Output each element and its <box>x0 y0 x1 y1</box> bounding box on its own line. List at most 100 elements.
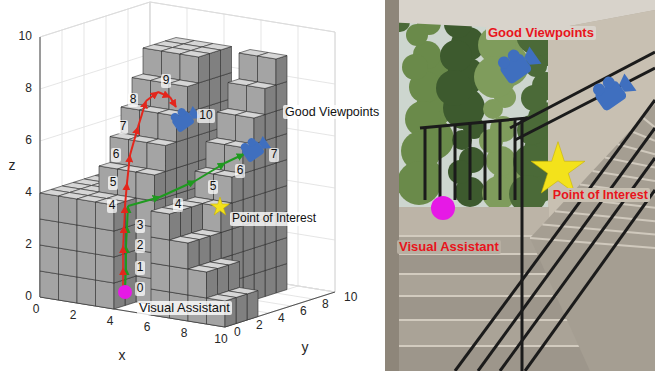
voxel-stairs-part <box>188 240 199 270</box>
step-number: 1 <box>135 261 146 275</box>
voxel-stairs-part <box>276 238 287 268</box>
camera-icon <box>494 40 541 85</box>
camera-icon-part <box>616 73 637 96</box>
axes-walls-part <box>225 292 335 327</box>
voxel-stairs-part <box>59 222 78 251</box>
stairwell-photo-part-part <box>483 99 503 119</box>
stairwell-photo-part <box>439 126 442 200</box>
voxel-stairs-part <box>258 56 277 85</box>
voxel-stairs-part <box>170 211 181 241</box>
voxel-stairs-part <box>180 51 210 58</box>
voxel-stairs-part <box>99 166 118 195</box>
voxel-stairs-part <box>265 111 276 141</box>
axis-tick: 10 <box>344 291 357 305</box>
stairwell-photo-part <box>454 124 457 200</box>
voxel-stairs-part <box>221 229 232 259</box>
voxel-stairs-part <box>143 48 162 77</box>
voxel-stairs-part <box>96 228 115 257</box>
axis-tick: 4 <box>25 186 32 200</box>
voxel-stairs-part <box>247 82 277 89</box>
axis-tick: 0 <box>234 326 241 340</box>
axes-walls <box>40 2 335 327</box>
planned-paths-part <box>146 92 158 101</box>
voxel-stairs-part <box>265 85 276 115</box>
step-number: 5 <box>108 176 119 190</box>
stairwell-photo-part <box>530 104 655 371</box>
voxel-stairs-part <box>217 112 236 141</box>
photo-annotation: Point of Interest <box>551 188 650 202</box>
camera-icon-part <box>176 106 188 118</box>
step-number: 7 <box>269 148 280 162</box>
voxel-stairs-part <box>188 239 199 269</box>
camera-icon-part <box>521 46 542 69</box>
photo-annotation: Good Viewpoints <box>486 26 596 41</box>
voxel-stairs-part <box>258 53 288 60</box>
voxel-stairs-part <box>276 56 287 86</box>
step-number: 4 <box>173 198 184 212</box>
voxel-stairs-part <box>265 163 276 193</box>
voxel-stairs-part <box>40 193 59 222</box>
voxel-stairs-part <box>77 225 96 254</box>
stairwell-photo-part <box>385 0 399 371</box>
axes-walls-part <box>298 26 299 286</box>
stairwell-photo-part <box>484 121 487 200</box>
stairwell-photo-part <box>525 190 655 371</box>
voxel-stairs-part <box>229 262 240 292</box>
voxel-stairs-part <box>166 142 177 172</box>
camera-icon <box>238 132 271 163</box>
voxel-stairs-part <box>59 196 78 225</box>
annotation: Good Viewpoints <box>283 105 381 119</box>
voxel-stairs-part <box>218 265 229 295</box>
camera-icon-part <box>600 74 617 91</box>
step-number: 6 <box>235 164 246 178</box>
stairwell-photo-part <box>424 127 427 200</box>
voxel-stairs-part <box>77 199 96 228</box>
planned-paths-part <box>130 127 138 155</box>
stairwell-photo <box>385 0 655 371</box>
voxel-stairs-part <box>96 254 115 283</box>
voxel-stairs-part <box>96 280 115 309</box>
voxel-stairs-part <box>232 226 243 256</box>
voxel-stairs-part <box>151 211 170 240</box>
voxel-stairs-part <box>151 263 170 292</box>
voxel-stairs-part <box>169 84 188 113</box>
axes-walls-part <box>40 2 150 297</box>
photo-annotation: Visual Assistant <box>397 240 501 255</box>
planned-paths-part <box>160 181 195 197</box>
stairwell-photo-part-part <box>402 54 428 80</box>
voxel-stairs-part <box>265 241 276 271</box>
step-number: 7 <box>118 120 129 134</box>
voxel-stairs-part <box>180 54 199 83</box>
voxel-stairs-part <box>170 240 189 269</box>
stairwell-photo-part <box>478 128 655 371</box>
planned-paths-part <box>195 163 225 181</box>
voxel-stairs-part <box>210 232 221 262</box>
planned-paths-part <box>127 206 128 226</box>
voxel-stairs-part <box>40 271 59 300</box>
stairwell-photo-part-part <box>406 24 428 46</box>
voxel-stairs-part <box>151 237 170 266</box>
step-number: 2 <box>135 239 146 253</box>
voxel-stairs-part <box>236 294 247 324</box>
axis-tick: 2 <box>25 238 32 252</box>
voxel-stairs-part <box>177 139 188 169</box>
step-number: 3 <box>135 219 146 233</box>
axes-walls-part <box>335 32 336 292</box>
voxel-stairs-part <box>210 233 221 263</box>
annotation: Point of Interest <box>230 212 318 226</box>
visual-assistant-dot <box>431 196 455 220</box>
voxel-stairs-part <box>77 251 96 280</box>
axes-walls-part <box>150 2 335 292</box>
axis-tick: 4 <box>278 312 285 326</box>
voxel-stairs-part <box>77 277 96 306</box>
voxel-stairs-part <box>247 86 266 115</box>
camera-icon-part <box>505 47 522 64</box>
step-number: 0 <box>135 282 146 296</box>
axis-label: z <box>9 157 16 173</box>
voxel-stairs-part <box>170 266 189 295</box>
axis-label: y <box>302 339 309 355</box>
voxel-stairs-part <box>188 269 207 298</box>
